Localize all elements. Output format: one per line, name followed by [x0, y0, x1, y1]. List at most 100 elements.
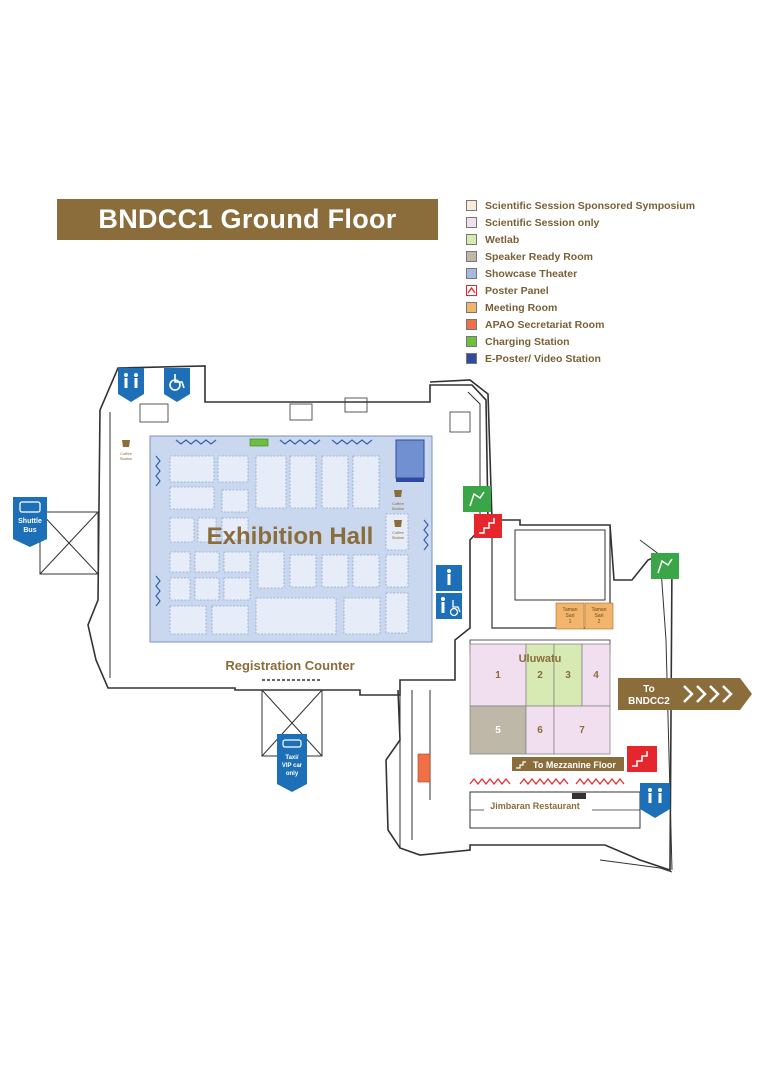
restroom-sign-east — [640, 783, 670, 818]
shuttle-bus-label: Bus — [23, 527, 36, 534]
coffee-station-3: Coffee Station — [392, 520, 405, 540]
exit-sign — [463, 486, 491, 512]
stairs-sign-east — [627, 746, 657, 772]
legend-label: Scientific Session Sponsored Symposium — [485, 199, 696, 212]
taman-sari-label: 1 — [569, 619, 572, 625]
coffee-station-label: Coffee — [392, 530, 404, 535]
room-number: 2 — [537, 670, 543, 681]
coffee-station-label: Station — [120, 456, 132, 461]
exhibition-booths — [169, 455, 409, 635]
room-number: 1 — [495, 670, 501, 681]
person-icon — [441, 597, 445, 613]
legend-swatch — [466, 319, 477, 330]
legend-item: Wetlab — [466, 231, 746, 248]
page-title: BNDCC1 Ground Floor — [98, 204, 397, 234]
jimbaran-restaurant-label: Jimbaran Restaurant — [490, 801, 580, 811]
legend-label: Scientific Session only — [485, 216, 600, 229]
taxi-sign: Taxi/ VIP car only — [277, 734, 307, 792]
legend-label: Poster Panel — [485, 284, 549, 297]
room-4 — [581, 643, 611, 707]
registration-counter-label: Registration Counter — [225, 658, 354, 673]
legend-item: Speaker Ready Room — [466, 248, 746, 265]
coffee-cup-icon — [122, 440, 130, 447]
room-number: 7 — [579, 725, 585, 736]
stairs-icon — [632, 751, 648, 767]
to-bndcc2-arrow: To BNDCC2 — [618, 678, 752, 710]
taman-sari-rooms: Taman Sari 1 Taman Sari 2 — [555, 602, 614, 630]
taman-sari-label: Taman — [562, 607, 577, 613]
legend-label: Showcase Theater — [485, 267, 578, 280]
legend-item: Showcase Theater — [466, 265, 746, 282]
exit-sign-east — [651, 553, 679, 579]
legend-swatch — [466, 302, 477, 313]
stairs-sign — [474, 514, 502, 538]
legend-item: Scientific Session Sponsored Symposium — [466, 197, 746, 214]
vehicle-icon — [572, 793, 586, 799]
person-icon — [648, 788, 662, 803]
coffee-station-2: Coffee Station — [392, 490, 405, 511]
taman-sari-1 — [555, 602, 585, 630]
taman-sari-2 — [584, 602, 614, 630]
coffee-station-label: Station — [392, 535, 404, 540]
running-person-icon — [469, 491, 485, 507]
legend-item: Meeting Room — [466, 299, 746, 316]
to-mezzanine-label: To Mezzanine Floor — [533, 760, 616, 770]
legend-swatch — [466, 234, 477, 245]
bus-icon — [19, 501, 41, 513]
stairs-icon — [479, 518, 495, 534]
chevron-right-icon — [683, 685, 733, 703]
poster-panels-red — [469, 778, 625, 785]
running-person-icon — [657, 558, 673, 574]
room-number: 4 — [593, 670, 599, 681]
taxi-label: Taxi/ — [285, 755, 299, 761]
restroom-sign — [118, 368, 144, 402]
coffee-station-label: Coffee — [392, 501, 404, 506]
room-number: 6 — [537, 725, 543, 736]
legend-item: APAO Secretariat Room — [466, 316, 746, 333]
title-banner: BNDCC1 Ground Floor — [57, 199, 438, 240]
exhibition-hall: Exhibition Hall Coffee Station Coffee St… — [120, 435, 433, 643]
taman-sari-label: Sari — [566, 613, 575, 619]
coffee-cup-icon — [394, 520, 402, 527]
exhibition-hall-label: Exhibition Hall — [207, 523, 374, 550]
wheelchair-icon — [169, 374, 185, 391]
legend-item: Charging Station — [466, 333, 746, 350]
legend-label: Meeting Room — [485, 301, 558, 314]
poster-panel-swatch — [466, 285, 477, 296]
legend-swatch — [466, 353, 477, 364]
legend-item: E-Poster/ Video Station — [466, 350, 746, 367]
escalator-icon — [516, 761, 526, 769]
uluwatu-rooms: Uluwatu 1 2 3 4 5 6 7 — [469, 643, 611, 755]
legend-label: Charging Station — [485, 335, 570, 348]
to-bndcc2-label: BNDCC2 — [628, 696, 670, 707]
showcase-theater — [395, 439, 425, 479]
legend-label: E-Poster/ Video Station — [485, 352, 601, 365]
room-7 — [553, 705, 611, 755]
legend-swatch — [466, 251, 477, 262]
wheelchair-sign — [164, 368, 190, 402]
taxi-label: VIP car — [282, 763, 303, 769]
to-bndcc2-label: To — [643, 684, 654, 695]
jimbaran-restaurant: Jimbaran Restaurant — [484, 793, 592, 812]
poster-panel-zigzags — [155, 439, 429, 607]
room-number: 5 — [495, 725, 501, 736]
car-icon — [282, 739, 302, 748]
legend-item: Poster Panel — [466, 282, 746, 299]
room-number: 3 — [565, 670, 571, 681]
coffee-station-label: Station — [392, 506, 404, 511]
coffee-station-1: Coffee Station — [120, 440, 133, 461]
legend-label: Wetlab — [485, 233, 520, 246]
shuttle-bus-label: Shuttle — [18, 518, 42, 525]
shuttle-bus-sign: Shuttle Bus — [13, 497, 47, 547]
legend-label: APAO Secretariat Room — [485, 318, 605, 331]
to-mezzanine-tag: To Mezzanine Floor — [512, 757, 624, 771]
apao-secretariat-room — [417, 753, 431, 783]
legend-swatch — [466, 336, 477, 347]
wheelchair-icon — [449, 600, 461, 617]
accessible-restroom-sign — [436, 593, 462, 619]
legend-swatch — [466, 268, 477, 279]
room-6 — [525, 705, 555, 755]
taman-sari-label: 2 — [598, 619, 601, 625]
legend-swatch — [466, 217, 477, 228]
